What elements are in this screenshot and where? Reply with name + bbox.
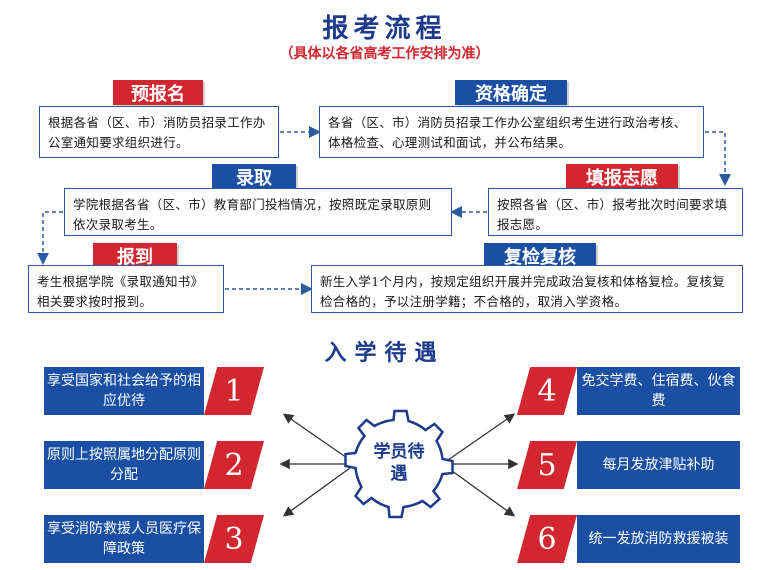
step-box-qualification: 各省（区、市）消防员招录工作办公室组织考生进行政治考核、体格检查、心理测试和面试… [319, 106, 704, 158]
step-box-admission: 学院根据各省（区、市）教育部门投档情况，按照既定录取原则依次录取考生。 [64, 188, 452, 236]
benefits-center-label: 学员待遇 [373, 442, 425, 484]
arrow-qual-to-apply [705, 131, 731, 186]
benefit-text-5: 每月发放津贴补助 [577, 441, 740, 489]
step-label-application: 填报志愿 [566, 164, 678, 189]
benefit-text-4: 免交学费、住宿费、伙食费 [577, 367, 740, 415]
benefit-text-3: 享受消防救援人员医疗保障政策 [44, 515, 204, 563]
line-benefit-1 [282, 413, 351, 461]
step-label-qualification: 资格确定 [455, 80, 567, 105]
page-subtitle: （具体以各省高考工作安排为准） [279, 46, 490, 62]
step-box-report: 考生根据学院《录取通知书》相关要求按时报到。 [28, 265, 224, 313]
page-title: 报考流程 [322, 14, 447, 44]
benefits-title: 入学待遇 [324, 340, 445, 366]
step-label-report: 报到 [93, 243, 177, 268]
step-label-reexam: 复检复核 [484, 243, 596, 268]
gear-icon [344, 409, 454, 519]
benefit-text-6: 统一发放消防救援被装 [577, 515, 740, 563]
benefit-text-2: 原则上按照属地分配原则分配 [44, 441, 204, 489]
arrow-admit-to-report [37, 211, 63, 265]
line-benefit-3 [282, 467, 351, 517]
benefit-text-1: 享受国家和社会给予的相应优待 [44, 367, 204, 415]
line-benefit-6 [447, 467, 516, 517]
step-box-application: 按照各省（区、市）报考批次时间要求填报志愿。 [488, 188, 743, 236]
step-box-pre-register: 根据各省（区、市）消防员招录工作办公室通知要求组织进行。 [39, 106, 279, 158]
step-box-reexam: 新生入学1个月内，按规定组织开展并完成政治复核和体格复检。复核复检合格的，予以注… [311, 265, 743, 313]
step-label-pre-register: 预报名 [113, 80, 203, 105]
step-label-admission: 录取 [212, 164, 296, 189]
line-benefit-4 [447, 413, 516, 461]
